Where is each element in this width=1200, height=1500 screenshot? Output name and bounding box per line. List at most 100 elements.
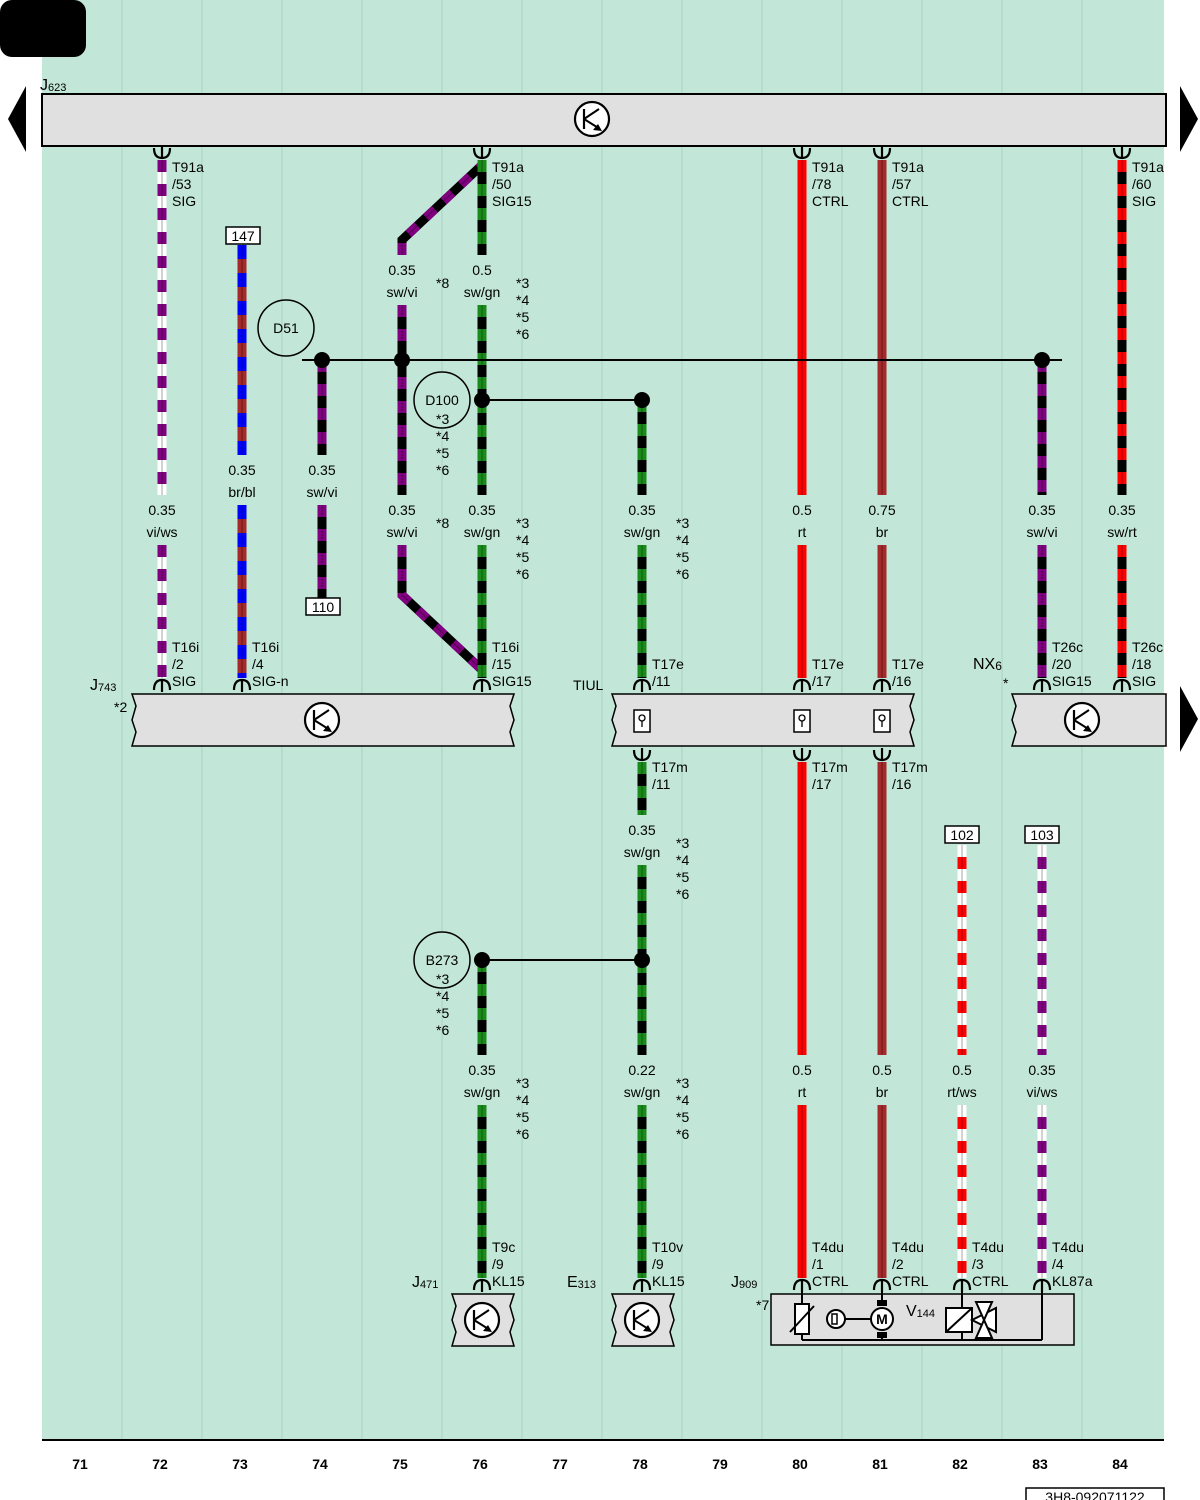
ecu-symbol-icon — [573, 100, 611, 138]
svg-text:rt: rt — [798, 524, 807, 540]
pin-connector-icon — [1032, 1278, 1052, 1292]
column-number: 74 — [312, 1456, 328, 1472]
pin-connector-icon — [152, 146, 172, 160]
column-number: 72 — [152, 1456, 168, 1472]
connection-110[interactable]: 110 — [305, 597, 341, 616]
svg-text:0.35: 0.35 — [148, 502, 175, 518]
j743-note: *2 — [114, 699, 127, 715]
splice-d100: D100 — [413, 371, 471, 429]
svg-text:*8: *8 — [436, 515, 449, 531]
j743-label: J743 — [90, 677, 116, 694]
footnote-group: *3*4*5*6 — [516, 1075, 529, 1142]
svg-text:sw/vi: sw/vi — [1026, 524, 1057, 540]
svg-text:110: 110 — [312, 599, 335, 615]
pin-connector-icon — [952, 1278, 972, 1292]
tiul-label: TIUL — [573, 677, 604, 693]
connection-103[interactable]: 103 — [1024, 825, 1060, 844]
pin-connector-icon — [472, 678, 492, 692]
nav-next-icon[interactable] — [1180, 686, 1198, 752]
svg-text:vi/ws: vi/ws — [1026, 1084, 1057, 1100]
wire-labels: 0.35 vi/ws 0.35 br/bl 0.35 sw/vi 0.35 sw… — [146, 262, 1136, 1100]
pin-connector-icon — [872, 1278, 892, 1292]
valve-icon — [945, 1301, 997, 1339]
column-number: 71 — [72, 1456, 88, 1472]
footnote-group: *3*4*5*6 — [676, 515, 689, 582]
column-number: 81 — [872, 1456, 888, 1472]
column-number: 73 — [232, 1456, 248, 1472]
column-number: 79 — [712, 1456, 728, 1472]
svg-text:rt/ws: rt/ws — [947, 1084, 977, 1100]
pin-connector-icon — [792, 748, 812, 762]
pin-label-p80mid: T17e/17 — [812, 656, 844, 689]
svg-text:B273: B273 — [426, 952, 459, 968]
column-number: 83 — [1032, 1456, 1048, 1472]
pin-connector-icon — [632, 1278, 652, 1292]
svg-text:3H8-092071122: 3H8-092071122 — [1045, 1489, 1145, 1500]
column-number: 80 — [792, 1456, 808, 1472]
pin-connector-icon — [1112, 146, 1132, 160]
svg-text:0.35: 0.35 — [388, 262, 415, 278]
column-number: 78 — [632, 1456, 648, 1472]
svg-text:0.75: 0.75 — [868, 502, 895, 518]
pin-connector-icon — [872, 678, 892, 692]
footnote-groups: *3*4*5*6 *3*4*5*6 *3*4*5*6 *3*4*5*6 *3*4*5*6… — [436, 275, 689, 1142]
pin-connector-icon — [792, 146, 812, 160]
sensor-icon — [826, 1309, 873, 1329]
pin-label-p78low: T17m/11 — [652, 759, 688, 792]
pin-connector-icon — [152, 678, 172, 692]
connection-147[interactable]: 147 — [225, 226, 261, 245]
svg-text:D100: D100 — [425, 392, 459, 408]
pin-label-p78mid: T17e/11 — [652, 656, 684, 689]
footnote-group: *3*4*5*6 — [436, 411, 449, 478]
nx6-label: NX6 — [973, 656, 1002, 673]
pin-connector-icon — [232, 678, 252, 692]
column-number: 82 — [952, 1456, 968, 1472]
svg-text:sw/vi: sw/vi — [306, 484, 337, 500]
pin-connector-icon — [632, 748, 652, 762]
wire-col75-diag-top — [397, 161, 486, 255]
svg-text:M: M — [876, 1311, 888, 1327]
splice-d51: D51 — [257, 299, 315, 357]
svg-text:D51: D51 — [273, 320, 299, 336]
footnote-group: *3*4*5*6 — [516, 275, 529, 342]
svg-text:0.35: 0.35 — [468, 502, 495, 518]
svg-text:br: br — [876, 1084, 889, 1100]
svg-text:*8: *8 — [436, 275, 449, 291]
svg-text:0.5: 0.5 — [792, 502, 812, 518]
svg-text:102: 102 — [950, 827, 974, 843]
pin-connector-icon — [472, 1278, 492, 1292]
svg-text:0.35: 0.35 — [468, 1062, 495, 1078]
svg-text:0.5: 0.5 — [872, 1062, 892, 1078]
svg-text:0.35: 0.35 — [628, 502, 655, 518]
svg-text:sw/gn: sw/gn — [464, 1084, 501, 1100]
footnote-group: *3*4*5*6 — [436, 971, 449, 1038]
tiul-contact-marks — [638, 714, 886, 727]
svg-text:0.35: 0.35 — [388, 502, 415, 518]
ecu-symbol-icon — [303, 701, 341, 739]
nav-next-icon[interactable] — [1180, 86, 1198, 152]
column-number: 84 — [1112, 1456, 1128, 1472]
ecu-symbol-icon — [623, 1301, 661, 1339]
nav-prev-icon[interactable] — [8, 86, 26, 152]
svg-text:147: 147 — [231, 228, 255, 244]
footnote-group: *3*4*5*6 — [516, 515, 529, 582]
pin-connector-icon — [1032, 678, 1052, 692]
v144-label: V144 — [906, 1303, 935, 1320]
pin-connector-icon — [872, 748, 892, 762]
pin-label-p81mid: T17e/16 — [892, 656, 924, 689]
column-number: 76 — [472, 1456, 488, 1472]
connection-102[interactable]: 102 — [944, 825, 980, 844]
ecu-symbol-icon — [463, 1301, 501, 1339]
